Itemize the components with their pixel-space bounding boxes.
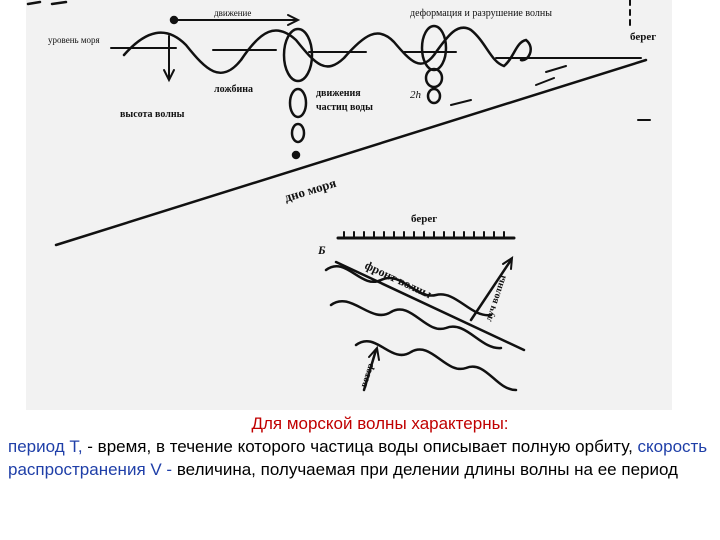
wind-arrow — [362, 348, 378, 392]
caption-body: период T, - время, в течение которого ча… — [0, 435, 720, 481]
particle-orbits-1 — [282, 27, 314, 160]
label-wave-ray: луч волны — [483, 274, 508, 323]
caption-heading: Для морской волны характерны: — [251, 414, 509, 433]
orbit-arrows — [450, 65, 651, 121]
particle-orbits-2 — [420, 24, 448, 105]
wave-diagram-svg: уровень моря движение деформация и разру… — [26, 0, 656, 392]
term-period: период T, — [8, 437, 83, 456]
label-shore-top: берег — [630, 31, 656, 43]
shore-hatched-line — [336, 231, 516, 240]
period-definition: - время, в течение которого частица воды… — [82, 437, 638, 456]
label-wind: ветер — [358, 362, 376, 389]
label-letter-b: Б — [317, 243, 326, 257]
caption: Для морской волны характерны: период T, … — [0, 412, 720, 481]
label-trough: ложбина — [214, 84, 253, 95]
label-particle-motion-2: частиц воды — [316, 102, 373, 113]
label-sea-bottom: дно моря — [282, 175, 337, 205]
surface-wave — [122, 26, 532, 74]
wave-diagram: уровень моря движение деформация и разру… — [26, 0, 672, 410]
wave-front-line — [334, 260, 526, 352]
speed-definition: величина, получаемая при делении длины в… — [172, 460, 678, 479]
wave-ray-arrow — [469, 258, 513, 322]
label-shore-bottom: берег — [411, 213, 437, 225]
label-2h: 2h — [410, 89, 422, 101]
sea-bottom-line — [54, 58, 648, 247]
wave-crest-lines — [324, 264, 518, 392]
label-sea-level: уровень моря — [48, 35, 100, 45]
sea-level-line — [110, 47, 642, 59]
label-wave-height: высота волны — [120, 109, 185, 120]
label-motion: движение — [214, 8, 251, 18]
top-dash-marks — [26, 0, 68, 6]
label-particle-motion-1: движения — [316, 88, 361, 99]
label-deformation: деформация и разрушение волны — [410, 8, 552, 19]
term-speed: скорость распространения V - — [8, 437, 708, 479]
